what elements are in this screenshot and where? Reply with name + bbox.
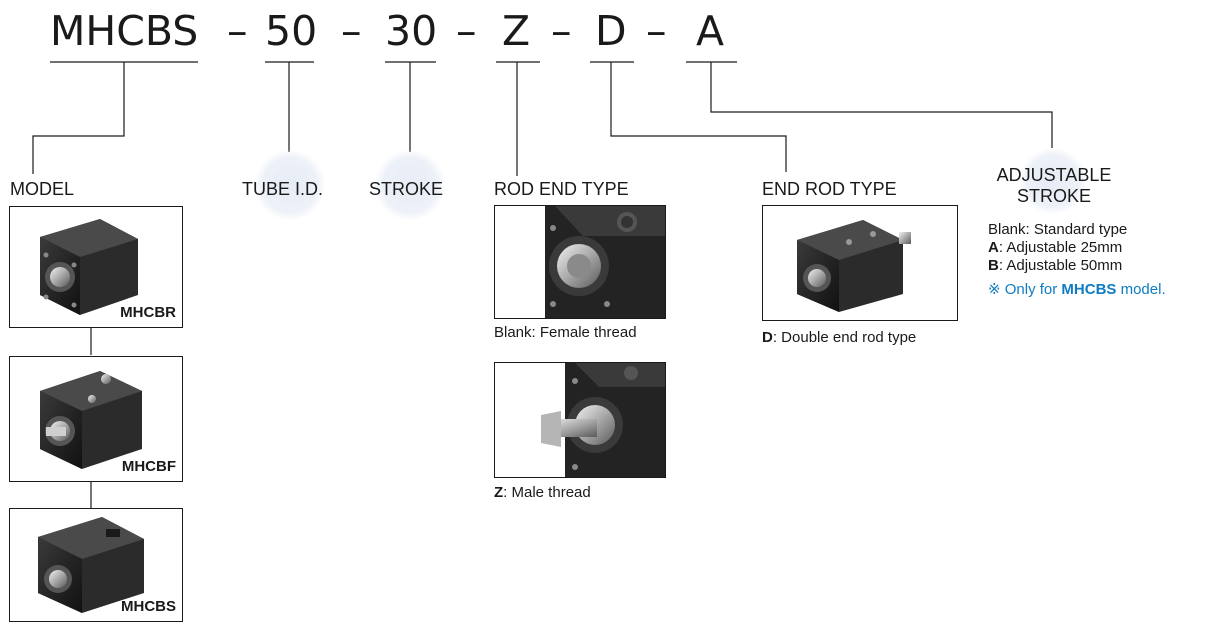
adjustable-note: ※ Only for MHCBS model.: [988, 280, 1166, 298]
end-rod-key: D: [762, 329, 773, 346]
label-stroke: STROKE: [369, 179, 444, 199]
male-thread-image: [541, 363, 665, 477]
label-end-rod-type: END ROD TYPE: [762, 179, 897, 199]
code-bore: 50: [265, 7, 318, 55]
adjustable-blank: Blank: Standard type: [988, 221, 1128, 238]
model-name: MHCBS: [121, 598, 176, 615]
code-end-rod: D: [595, 7, 627, 55]
model-name: MHCBR: [120, 304, 176, 321]
rod-end-male-key: Z: [494, 484, 504, 501]
rod-end-male-box: [494, 362, 666, 478]
note-model: MHCBS: [1061, 281, 1117, 298]
label-rod-end-type: ROD END TYPE: [494, 179, 629, 199]
model-box-mhcbs: MHCBS: [9, 508, 183, 622]
note-suffix: model.: [1116, 281, 1166, 298]
label-model: MODEL: [10, 179, 75, 199]
label-adjustable-line1: ADJUSTABLE: [996, 165, 1112, 185]
cylinder-image: [38, 517, 144, 613]
rod-end-female-caption: Blank: Female thread: [494, 324, 637, 341]
adjustable-b-text: : Adjustable 50mm: [998, 257, 1123, 274]
rod-end-male-text: : Male thread: [503, 484, 591, 501]
model-box-mhcbr: MHCBR: [9, 206, 183, 328]
end-rod-text: : Double end rod type: [772, 329, 917, 346]
adjustable-b-key: B: [988, 257, 999, 274]
rod-end-male-caption: Z: Male thread: [494, 484, 591, 501]
label-adjustable-line2: STROKE: [1016, 186, 1091, 206]
end-rod-caption: D: Double end rod type: [762, 329, 916, 346]
label-adjustable-stroke: ADJUSTABLE STROKE: [986, 165, 1122, 207]
code-separator: –: [227, 7, 248, 55]
code-rod-end: Z: [502, 7, 531, 55]
female-thread-image: [545, 206, 665, 318]
code-adjust: A: [696, 7, 725, 55]
code-separator: –: [341, 7, 362, 55]
code-model: MHCBS: [50, 7, 199, 55]
double-end-rod-image: [797, 220, 911, 312]
cylinder-image: [40, 219, 138, 315]
model-name: MHCBF: [121, 458, 176, 475]
rod-end-female-box: [494, 205, 666, 319]
end-rod-double-box: [762, 205, 958, 321]
glow-stroke: [375, 150, 445, 220]
glow-adjustable: [1020, 148, 1086, 214]
adjustable-option-b: B: Adjustable 50mm: [988, 257, 1122, 274]
label-tube-id: TUBE I.D.: [242, 179, 324, 199]
adjustable-a-key: A: [988, 239, 999, 256]
code-separator: –: [646, 7, 667, 55]
glow-tube: [255, 150, 325, 220]
model-box-mhcbf: MHCBF: [9, 356, 183, 482]
adjustable-option-a: A: Adjustable 25mm: [988, 239, 1122, 256]
code-stroke: 30: [385, 7, 438, 55]
cylinder-image: [40, 371, 142, 469]
code-separator: –: [456, 7, 477, 55]
code-separator: –: [551, 7, 572, 55]
adjustable-a-text: : Adjustable 25mm: [998, 239, 1123, 256]
note-prefix: ※ Only for: [988, 281, 1062, 298]
